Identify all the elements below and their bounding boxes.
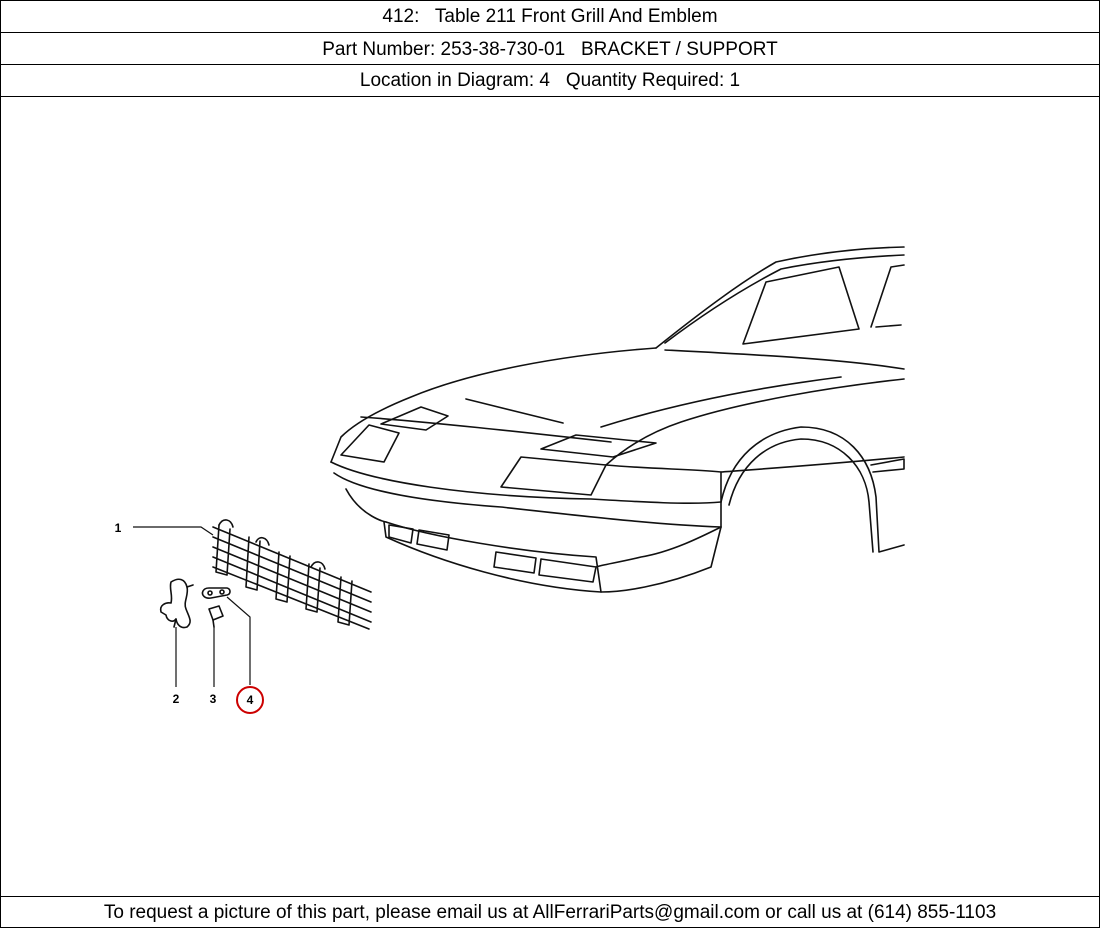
location-quantity: Location in Diagram: 4 Quantity Required… [0, 65, 1100, 97]
grill-assembly [212, 519, 372, 630]
highlight-circle [236, 686, 264, 714]
table-title: 412: Table 211 Front Grill And Emblem [0, 0, 1100, 33]
callout-3: 3 [210, 692, 217, 706]
callout-2: 2 [173, 692, 180, 706]
contact-footer: To request a picture of this part, pleas… [0, 896, 1100, 928]
car-body-outline [330, 246, 905, 593]
bracket-part-4 [201, 587, 231, 599]
part-number: Part Number: 253-38-730-01 BRACKET / SUP… [0, 33, 1100, 65]
prancing-horse-emblem [159, 578, 194, 629]
diagram-drawing: 1 2 3 4 [115, 246, 905, 714]
leader-line-4 [226, 596, 251, 685]
clip-part-3 [208, 605, 224, 628]
callout-4: 4 [247, 693, 254, 707]
parts-diagram: 1 2 3 4 [1, 97, 1099, 896]
leader-line-1 [133, 526, 214, 536]
callout-1: 1 [115, 521, 122, 535]
